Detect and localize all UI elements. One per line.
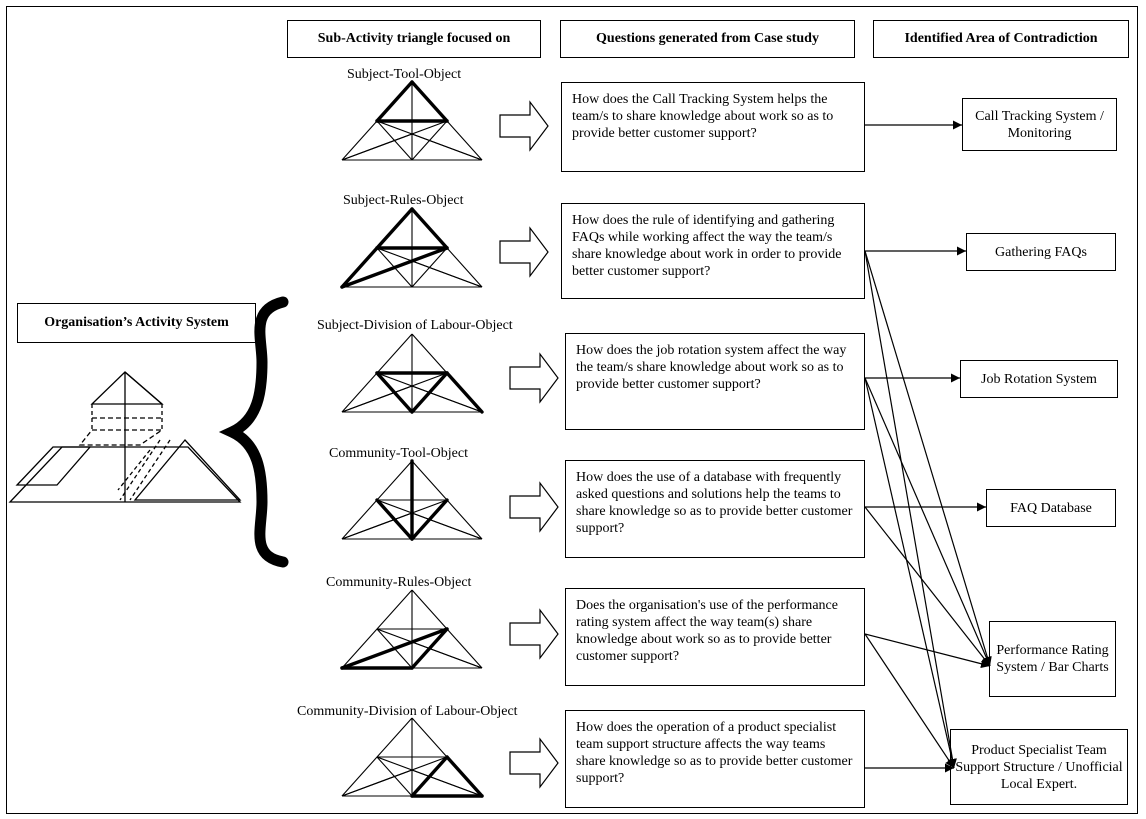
area-box-performance-rating: Performance Rating System / Bar Charts bbox=[989, 621, 1116, 697]
triangle-subject-rules-object bbox=[340, 207, 483, 289]
triangle-community-rules-object bbox=[340, 589, 483, 670]
triangle-edge-focus bbox=[410, 207, 449, 250]
block-arrow-1 bbox=[499, 100, 549, 152]
block-arrow-3 bbox=[509, 352, 559, 404]
triangle-community-division-object bbox=[341, 717, 484, 798]
area-box-faq-database: FAQ Database bbox=[986, 489, 1116, 527]
triangle-label-6: Community-Division of Labour-Object bbox=[297, 704, 518, 719]
connector-q3-product bbox=[864, 377, 957, 769]
header-sub-activity: Sub-Activity triangle focused on bbox=[287, 20, 541, 58]
triangle-subject-tool-object bbox=[341, 80, 483, 161]
triangle-edge bbox=[411, 133, 483, 161]
connector-q5-product bbox=[864, 633, 955, 769]
triangle-edge-focus bbox=[410, 371, 449, 414]
block-arrow-4 bbox=[509, 481, 559, 533]
question-box-4: How does the use of a database with freq… bbox=[565, 460, 865, 558]
triangle-label-4: Community-Tool-Object bbox=[329, 446, 469, 461]
triangle-community-tool-object bbox=[341, 459, 483, 541]
header-contradiction: Identified Area of Contradiction bbox=[873, 20, 1129, 58]
triangle-edge-focus bbox=[375, 207, 414, 250]
triangle-edge bbox=[341, 769, 413, 797]
triangle-edge-focus bbox=[410, 80, 449, 123]
triangle-label-1: Subject-Tool-Object bbox=[347, 67, 462, 82]
triangle-edge bbox=[411, 260, 483, 288]
area-box-job-rotation: Job Rotation System bbox=[960, 360, 1118, 398]
triangle-edge-focus bbox=[445, 371, 484, 414]
question-box-1: How does the Call Tracking System helps … bbox=[561, 82, 865, 172]
block-arrow-5 bbox=[509, 608, 559, 660]
triangle-edge bbox=[341, 512, 413, 540]
triangle-edge bbox=[341, 133, 413, 161]
connector-q3-performance bbox=[864, 377, 991, 667]
triangle-edge bbox=[411, 641, 483, 669]
connector-q2-performance bbox=[864, 250, 992, 667]
triangle-edge-focus bbox=[340, 246, 379, 289]
question-box-5: Does the organisation's use of the perfo… bbox=[565, 588, 865, 686]
triangle-edge bbox=[411, 512, 483, 540]
question-box-2: How does the rule of identifying and gat… bbox=[561, 203, 865, 299]
triangle-edge-focus bbox=[340, 627, 449, 670]
area-box-gathering-faqs: Gathering FAQs bbox=[966, 233, 1116, 271]
triangle-edge-focus bbox=[410, 498, 449, 541]
area-box-product-specialist: Product Specialist Team Support Structur… bbox=[950, 729, 1128, 805]
diagram-frame bbox=[6, 6, 1138, 814]
triangle-edge-focus bbox=[445, 755, 484, 798]
activity-system-triangle bbox=[8, 371, 242, 503]
block-arrow-6 bbox=[509, 737, 559, 789]
triangle-label-3: Subject-Division of Labour-Object bbox=[317, 318, 513, 333]
connector-q5-performance bbox=[864, 633, 991, 669]
triangle-label-5: Community-Rules-Object bbox=[326, 575, 472, 590]
triangle-label-2: Subject-Rules-Object bbox=[343, 193, 464, 208]
triangle-edge-focus bbox=[340, 246, 449, 289]
connector-q4-performance bbox=[864, 506, 991, 667]
area-box-call-tracking: Call Tracking System / Monitoring bbox=[962, 98, 1117, 151]
block-arrow-2 bbox=[499, 226, 549, 278]
triangle-edge-focus bbox=[375, 371, 414, 414]
question-box-6: How does the operation of a product spec… bbox=[565, 710, 865, 808]
curly-brace bbox=[218, 296, 289, 568]
triangle-edge bbox=[411, 385, 483, 413]
triangle-edge-focus bbox=[375, 498, 414, 541]
connector-q2-product bbox=[864, 250, 957, 769]
header-questions: Questions generated from Case study bbox=[560, 20, 855, 58]
triangle-subject-division-object bbox=[341, 333, 484, 414]
triangle-edge bbox=[341, 385, 413, 413]
question-box-3: How does the job rotation system affect … bbox=[565, 333, 865, 430]
triangle-edge-focus bbox=[410, 755, 449, 798]
triangle-edge bbox=[411, 769, 483, 797]
triangle-edge-focus bbox=[375, 80, 414, 123]
triangle-edge-focus bbox=[410, 627, 449, 670]
